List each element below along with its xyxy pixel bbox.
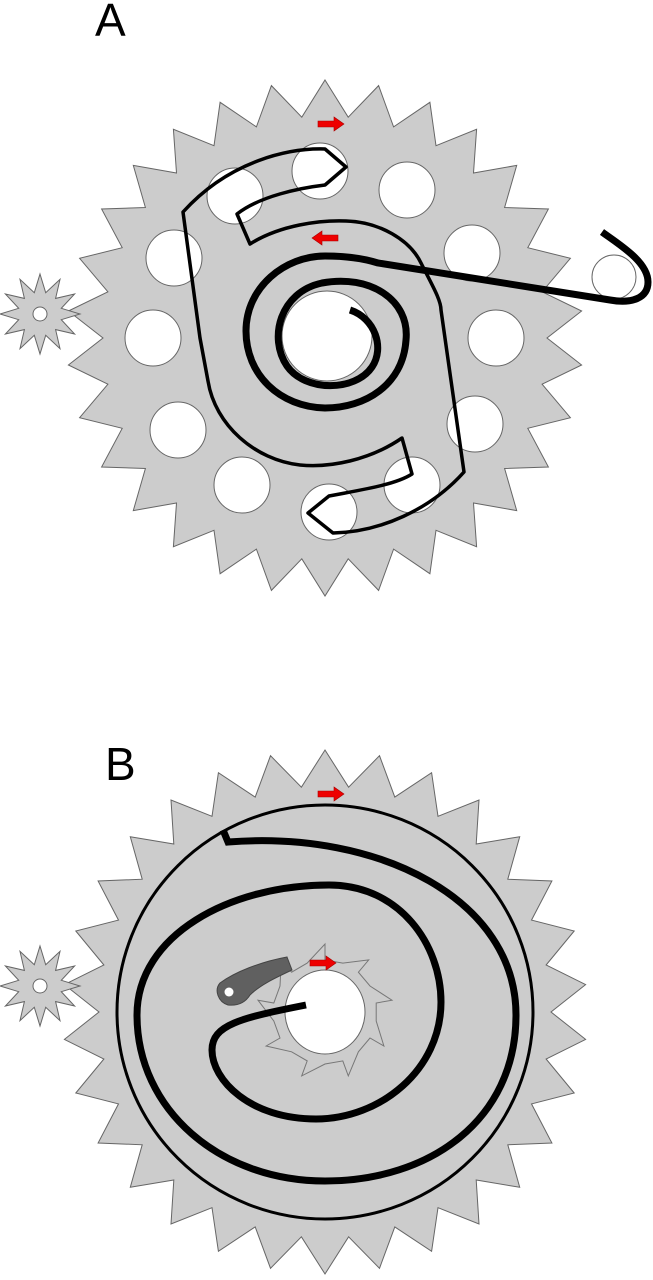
arrow-left-icon: [311, 230, 339, 246]
gear-holes: [124, 142, 525, 541]
panel-a: A: [0, 0, 652, 597]
retaining-wire: [181, 147, 466, 535]
anchor-hole: [591, 254, 637, 300]
arrow-right-icon: [317, 786, 345, 802]
panel-b-label: B: [105, 738, 136, 790]
pawl-icon: [216, 956, 293, 1006]
panel-b: B: [0, 738, 587, 1275]
small-gear-hole: [32, 306, 48, 322]
panel-a-label: A: [95, 0, 126, 46]
arrow-right-icon: [309, 955, 337, 971]
arrow-right-icon: [317, 116, 345, 132]
pawl-pivot: [224, 987, 234, 997]
spiral-spring-icon: [242, 229, 652, 412]
gear-hole: [300, 483, 358, 541]
gear-hole: [378, 161, 436, 219]
center-hole: [281, 290, 373, 382]
gear-hole: [149, 401, 207, 459]
gear-hole: [124, 309, 182, 367]
center-hole: [284, 969, 366, 1055]
gear-hole: [383, 456, 441, 514]
gear-hole: [467, 309, 525, 367]
barrel-wall: [115, 803, 535, 1221]
small-gear-hole: [32, 978, 48, 994]
gear-hole: [206, 167, 264, 225]
spiral-spring-icon: [133, 828, 520, 1185]
gear-hole: [446, 395, 504, 453]
gear-hole: [213, 456, 271, 514]
